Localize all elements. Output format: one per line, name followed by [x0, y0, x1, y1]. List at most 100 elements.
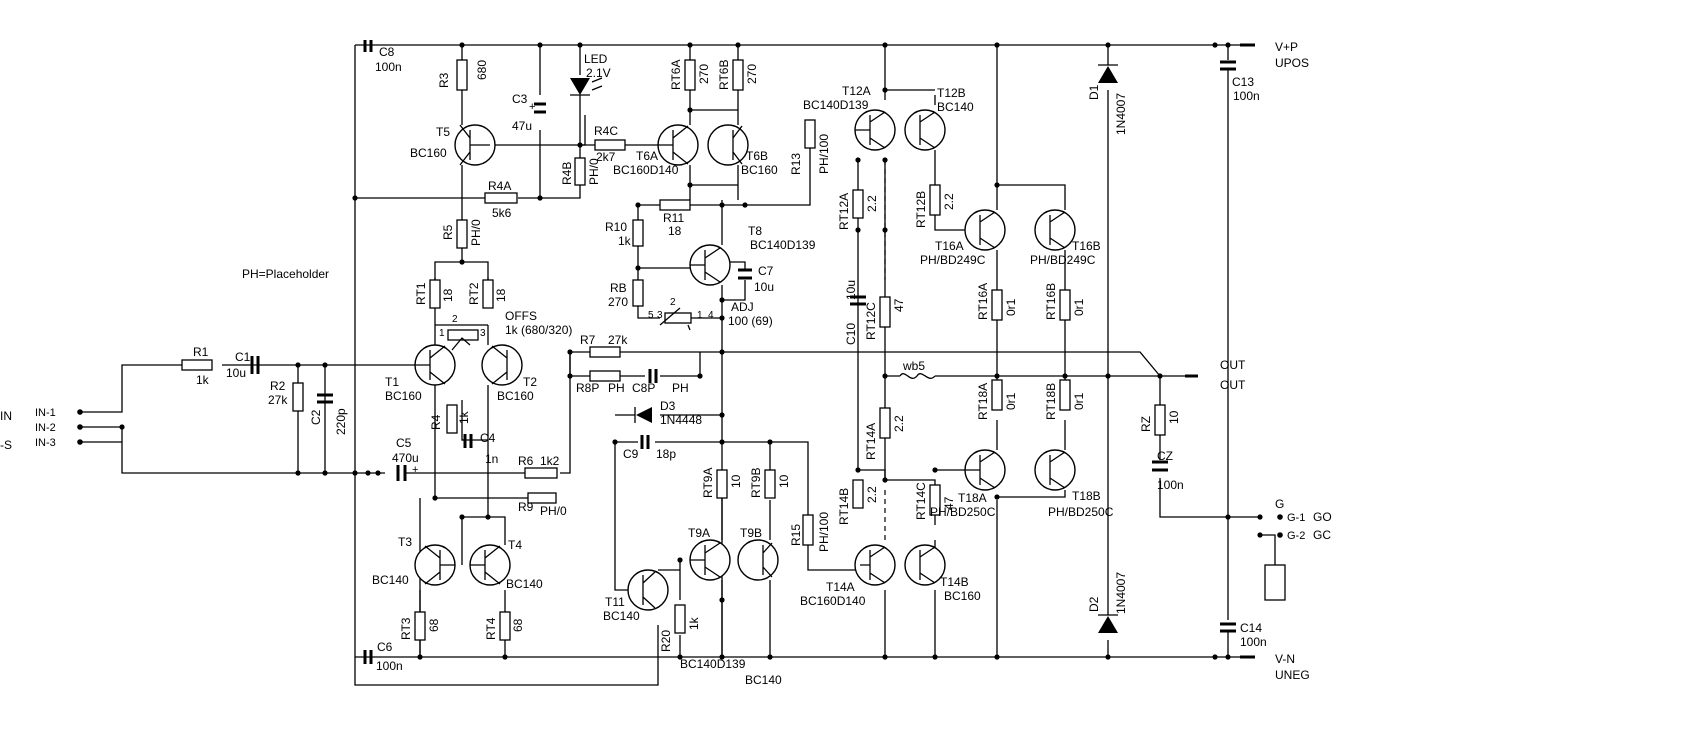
- capacitor-c14: [1220, 622, 1236, 633]
- svg-text:100n: 100n: [1233, 89, 1260, 103]
- resistor-rt2: [482, 279, 494, 309]
- svg-text:3: 3: [657, 310, 663, 321]
- svg-text:1k2: 1k2: [540, 454, 560, 468]
- svg-text:2: 2: [452, 314, 458, 325]
- svg-text:PH: PH: [608, 381, 625, 395]
- svg-text:BC140: BC140: [372, 573, 409, 587]
- svg-text:C10: C10: [844, 323, 858, 345]
- svg-text:C6: C6: [377, 640, 393, 654]
- transistor-t9b: [737, 539, 779, 581]
- resistor-rt6a: [684, 59, 696, 91]
- resistor-rt16a: [991, 289, 1003, 321]
- svg-text:C13: C13: [1232, 75, 1254, 89]
- svg-text:T16B: T16B: [1072, 239, 1101, 253]
- svg-text:C2: C2: [309, 409, 323, 425]
- svg-text:RT2: RT2: [467, 282, 481, 305]
- svg-text:RT18A: RT18A: [976, 383, 990, 420]
- transistor-t12b: [904, 109, 946, 151]
- svg-text:PH/0: PH/0: [540, 504, 567, 518]
- resistor-r1: [181, 359, 213, 371]
- svg-text:1N4007: 1N4007: [1114, 93, 1128, 135]
- capacitor-plates: [250, 60, 1236, 633]
- capacitor-c3: [534, 102, 546, 114]
- transistor-t2: [481, 344, 523, 386]
- transistor-t18b: [1034, 449, 1076, 491]
- svg-text:RT12A: RT12A: [837, 193, 851, 230]
- capacitor-c7: [738, 268, 752, 280]
- resistor-r13: [804, 119, 816, 149]
- input-label-in: IN: [0, 409, 12, 423]
- svg-text:100n: 100n: [1240, 635, 1267, 649]
- svg-text:T16A: T16A: [935, 239, 964, 253]
- svg-text:1k: 1k: [457, 410, 471, 424]
- svg-text:R6: R6: [518, 454, 534, 468]
- svg-text:+: +: [412, 464, 418, 476]
- resistor-r20: [674, 604, 686, 634]
- resistor-rt9b: [764, 469, 776, 499]
- svg-text:5: 5: [648, 310, 654, 321]
- svg-text:CZ: CZ: [1157, 449, 1173, 463]
- rail-pos-name: UPOS: [1275, 56, 1309, 70]
- svg-text:RT12C: RT12C: [864, 302, 878, 340]
- transistor-t14b: [904, 544, 946, 586]
- svg-text:1: 1: [439, 328, 445, 339]
- rail-pos-label: V+P: [1275, 40, 1298, 54]
- junction-dots: [119, 42, 1263, 660]
- svg-text:C3: C3: [512, 92, 528, 106]
- svg-text:T12A: T12A: [842, 84, 871, 98]
- pin-g1: G-1: [1287, 512, 1305, 524]
- svg-text:R3: R3: [437, 72, 451, 88]
- svg-text:BC160: BC160: [741, 163, 778, 177]
- svg-text:ADJ: ADJ: [731, 300, 754, 314]
- svg-text:T9A: T9A: [688, 526, 710, 540]
- svg-text:47: 47: [892, 298, 906, 312]
- zobel-load-box: [1264, 564, 1286, 601]
- resistor-r4: [446, 404, 458, 434]
- rail-terminals: [363, 40, 1255, 664]
- svg-text:RT4: RT4: [484, 617, 498, 640]
- svg-text:RT18B: RT18B: [1044, 383, 1058, 420]
- svg-text:D2: D2: [1087, 596, 1101, 612]
- placeholder-note: PH=Placeholder: [242, 267, 329, 281]
- svg-text:0r1: 0r1: [1072, 392, 1086, 410]
- svg-text:2.2: 2.2: [892, 415, 906, 432]
- svg-text:T4: T4: [508, 538, 522, 552]
- pot-adj: [664, 312, 692, 324]
- resistor-rt12a: [852, 189, 864, 219]
- pot-offs: [447, 329, 479, 341]
- svg-text:BC140D139: BC140D139: [680, 657, 746, 671]
- resistor-r4b: [574, 157, 586, 186]
- svg-text:2: 2: [670, 297, 676, 308]
- svg-text:BC160: BC160: [944, 589, 981, 603]
- capacitor-c13: [1220, 60, 1236, 71]
- resistor-r2: [292, 382, 304, 412]
- transistor-t16a: [964, 209, 1006, 251]
- svg-text:C14: C14: [1240, 621, 1262, 635]
- resistor-r6: [524, 467, 558, 479]
- svg-text:18: 18: [441, 288, 455, 302]
- svg-text:R13: R13: [789, 153, 803, 175]
- resistor-r4a: [484, 192, 518, 204]
- svg-text:RT16B: RT16B: [1044, 283, 1058, 320]
- svg-text:0r1: 0r1: [1004, 298, 1018, 316]
- svg-text:RT9A: RT9A: [701, 468, 715, 498]
- resistor-rb: [632, 279, 644, 307]
- svg-text:R8P: R8P: [576, 381, 599, 395]
- svg-text:10: 10: [1167, 410, 1181, 424]
- svg-text:R2: R2: [270, 379, 286, 393]
- capacitor-c4: [463, 434, 473, 448]
- svg-text:R10: R10: [605, 220, 627, 234]
- transistor-t11: [627, 569, 669, 611]
- svg-text:RT14C: RT14C: [914, 482, 928, 520]
- svg-text:0r1: 0r1: [1072, 298, 1086, 316]
- svg-text:T2: T2: [523, 375, 537, 389]
- svg-text:BC160: BC160: [497, 389, 534, 403]
- pot-adj-wiper: [659, 307, 691, 331]
- svg-text:1N4007: 1N4007: [1114, 572, 1128, 614]
- capacitor-c2: [317, 393, 333, 404]
- diodes: [570, 64, 1118, 633]
- svg-text:T12B: T12B: [937, 86, 966, 100]
- svg-text:R1: R1: [193, 345, 209, 359]
- rail-neg-label: V-N: [1275, 652, 1295, 666]
- svg-text:1k: 1k: [196, 373, 210, 387]
